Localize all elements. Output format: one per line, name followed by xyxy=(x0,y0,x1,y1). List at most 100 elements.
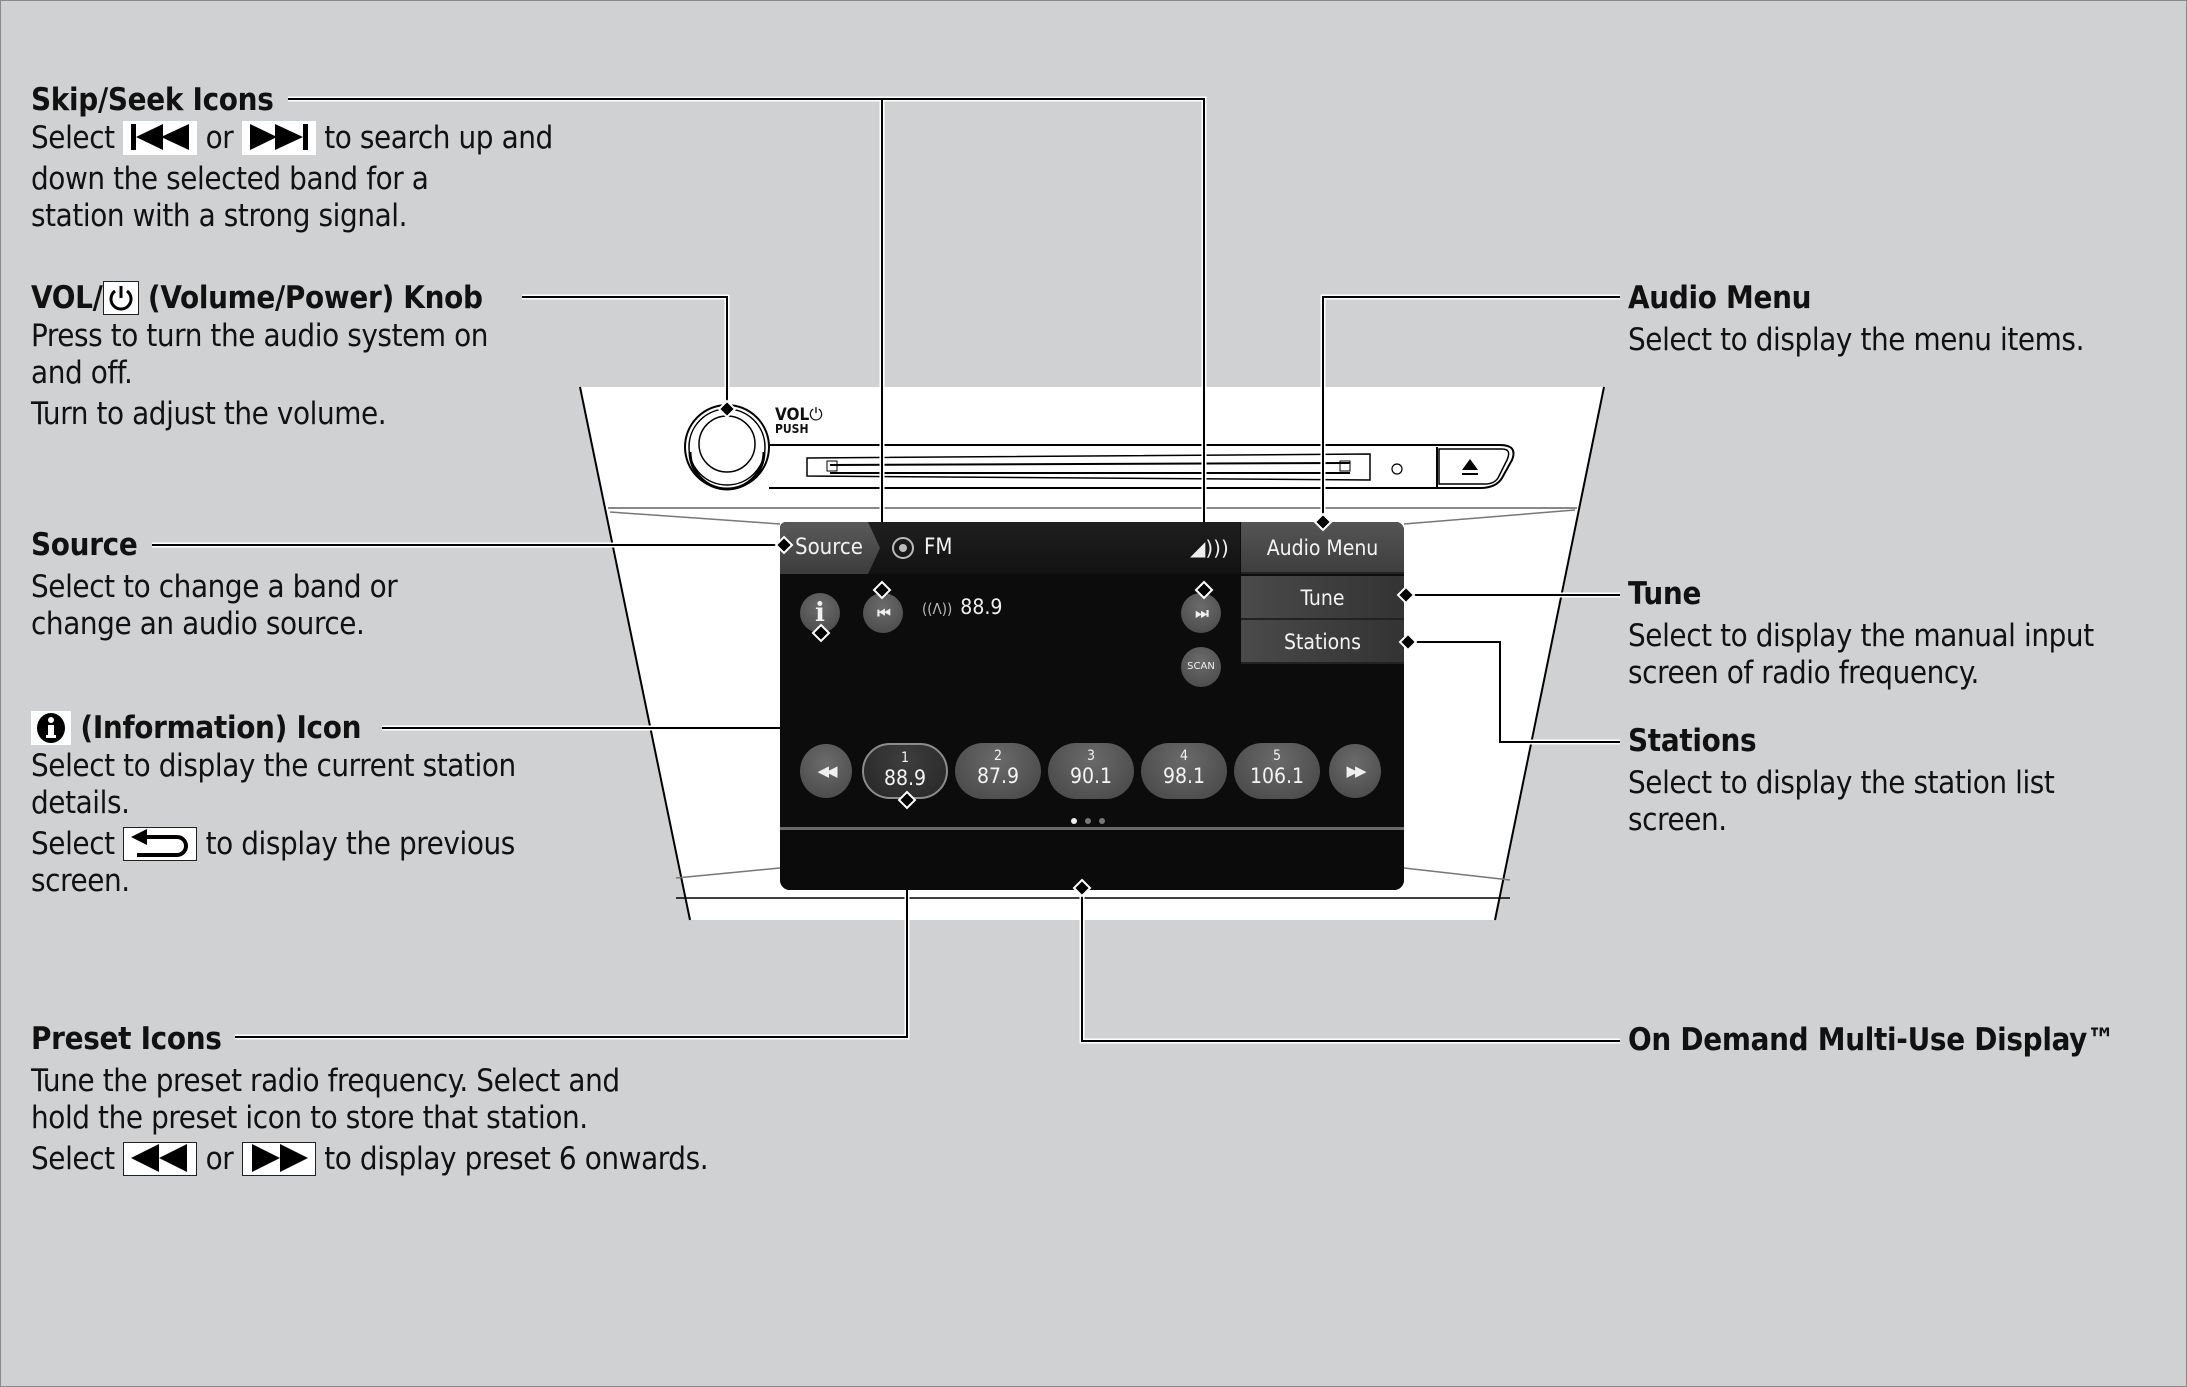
callout-information: (Information) Icon Select to display the… xyxy=(31,708,516,900)
text: to display preset 6 onwards. xyxy=(324,1141,709,1177)
vol-text: VOL xyxy=(775,405,810,425)
text: Turn to adjust the volume. xyxy=(31,396,387,432)
rewind-icon xyxy=(123,1141,198,1176)
info-button[interactable]: i xyxy=(800,593,840,633)
text: details. xyxy=(31,785,130,821)
callout-source: Source Select to change a band or change… xyxy=(31,525,398,643)
callout-title: Tune xyxy=(1628,576,1702,612)
preset-frequency: 88.9 xyxy=(883,766,927,790)
text: down the selected band for a xyxy=(31,161,429,197)
volume-knob[interactable] xyxy=(684,404,770,491)
text: screen. xyxy=(1628,802,1727,838)
callout-preset-icons: Preset Icons Tune the preset radio frequ… xyxy=(31,1019,709,1178)
page-dot xyxy=(1071,818,1077,824)
page-dot xyxy=(1085,818,1091,824)
page-indicator xyxy=(1071,809,1113,828)
bezel-right-edge xyxy=(1494,386,1605,921)
bezel-left-edge xyxy=(579,386,691,921)
text: to display the previous xyxy=(205,826,516,862)
callout-title: (Information) Icon xyxy=(31,708,516,748)
page-dot xyxy=(1099,818,1105,824)
back-arrow-icon xyxy=(123,826,198,861)
text: Select to display the current station xyxy=(31,748,516,784)
callout-stations: Stations Select to display the station l… xyxy=(1628,721,2055,839)
eject-button[interactable] xyxy=(1438,448,1510,485)
skip-forward-icon xyxy=(241,120,316,155)
skip-back-button[interactable]: ⏮ xyxy=(863,593,903,633)
fm-radio-icon xyxy=(892,537,914,559)
text: Select to display the station list xyxy=(1628,765,2055,801)
callout-title: Preset Icons xyxy=(31,1021,222,1057)
text: and off. xyxy=(31,355,133,391)
text: station with a strong signal. xyxy=(31,198,408,234)
stations-button[interactable]: Stations xyxy=(1241,620,1404,664)
power-icon xyxy=(102,280,139,315)
text: Select to display the manual input xyxy=(1628,618,2094,654)
vol-push-label: VOL⏻ PUSH xyxy=(775,405,823,437)
text: Select xyxy=(31,826,115,862)
text: Select to change a band or xyxy=(31,569,398,605)
callout-vol-knob: VOL/ (Volume/Power) Knob Press to turn t… xyxy=(31,278,488,433)
preset-frequency: 87.9 xyxy=(976,764,1020,788)
callout-tune: Tune Select to display the manual input … xyxy=(1628,574,2094,692)
callout-title: Audio Menu xyxy=(1628,280,1812,316)
current-frequency: 88.9 xyxy=(960,595,1003,619)
preset-prev-page-button[interactable]: ◀◀ xyxy=(800,744,852,798)
text: or xyxy=(205,120,234,156)
touchscreen: Source FM ◢))) Audio Menu Tune Stations … xyxy=(780,522,1404,890)
scan-button[interactable]: SCAN xyxy=(1181,647,1221,687)
band-indicator: FM xyxy=(892,522,952,574)
display-divider xyxy=(780,827,1404,830)
cd-slot xyxy=(806,453,1371,481)
source-button[interactable]: Source xyxy=(780,522,880,574)
current-station: ((Λ)) 88.9 xyxy=(922,595,1002,619)
text: Press to turn the audio system on xyxy=(31,318,489,354)
preset-number: 4 xyxy=(1179,748,1188,764)
callout-on-demand-display: On Demand Multi-Use Display™ xyxy=(1628,1020,2115,1060)
reset-pinhole xyxy=(1391,463,1403,475)
skip-forward-button[interactable]: ⏭ xyxy=(1181,593,1221,633)
cd-slot-housing xyxy=(769,444,1515,489)
text: change an audio source. xyxy=(31,606,365,642)
text: screen. xyxy=(31,863,130,899)
callout-audio-menu: Audio Menu Select to display the menu it… xyxy=(1628,278,2084,359)
text: (Information) Icon xyxy=(80,710,362,746)
callout-title: Stations xyxy=(1628,723,1757,759)
callout-title: On Demand Multi-Use Display™ xyxy=(1628,1022,2115,1058)
callout-title: VOL/ (Volume/Power) Knob xyxy=(31,278,488,318)
text: Select to display the menu items. xyxy=(1628,322,2085,358)
callout-skip-seek: Skip/Seek Icons Select or to search up a… xyxy=(31,80,553,235)
preset-number: 1 xyxy=(900,750,909,766)
volume-icon[interactable]: ◢))) xyxy=(1190,536,1229,560)
text: Select xyxy=(31,120,115,156)
antenna-icon: ((Λ)) xyxy=(922,600,953,618)
preset-number: 3 xyxy=(1086,748,1095,764)
preset-frequency: 90.1 xyxy=(1069,764,1113,788)
on-demand-display-area[interactable] xyxy=(780,830,1404,890)
callout-title: Skip/Seek Icons xyxy=(31,82,274,118)
text: or xyxy=(205,1141,234,1177)
preset-number: 5 xyxy=(1272,748,1281,764)
text: hold the preset icon to store that stati… xyxy=(31,1100,588,1136)
text: Tune the preset radio frequency. Select … xyxy=(31,1063,620,1099)
text: VOL/ xyxy=(31,280,103,316)
push-text: PUSH xyxy=(775,422,809,436)
fast-forward-icon xyxy=(241,1141,316,1176)
skip-back-icon xyxy=(123,120,198,155)
text: (Volume/Power) Knob xyxy=(147,280,483,316)
text: screen of radio frequency. xyxy=(1628,655,1980,691)
eject-icon xyxy=(1462,459,1478,470)
preset-number: 2 xyxy=(993,748,1002,764)
text: to search up and xyxy=(324,120,553,156)
power-icon: ⏻ xyxy=(809,405,823,425)
preset-frequency: 106.1 xyxy=(1249,764,1305,788)
info-icon xyxy=(31,710,71,745)
tune-button[interactable]: Tune xyxy=(1241,576,1404,620)
preset-next-page-button[interactable]: ▶▶ xyxy=(1329,744,1381,798)
audio-menu-button[interactable]: Audio Menu xyxy=(1241,522,1404,574)
